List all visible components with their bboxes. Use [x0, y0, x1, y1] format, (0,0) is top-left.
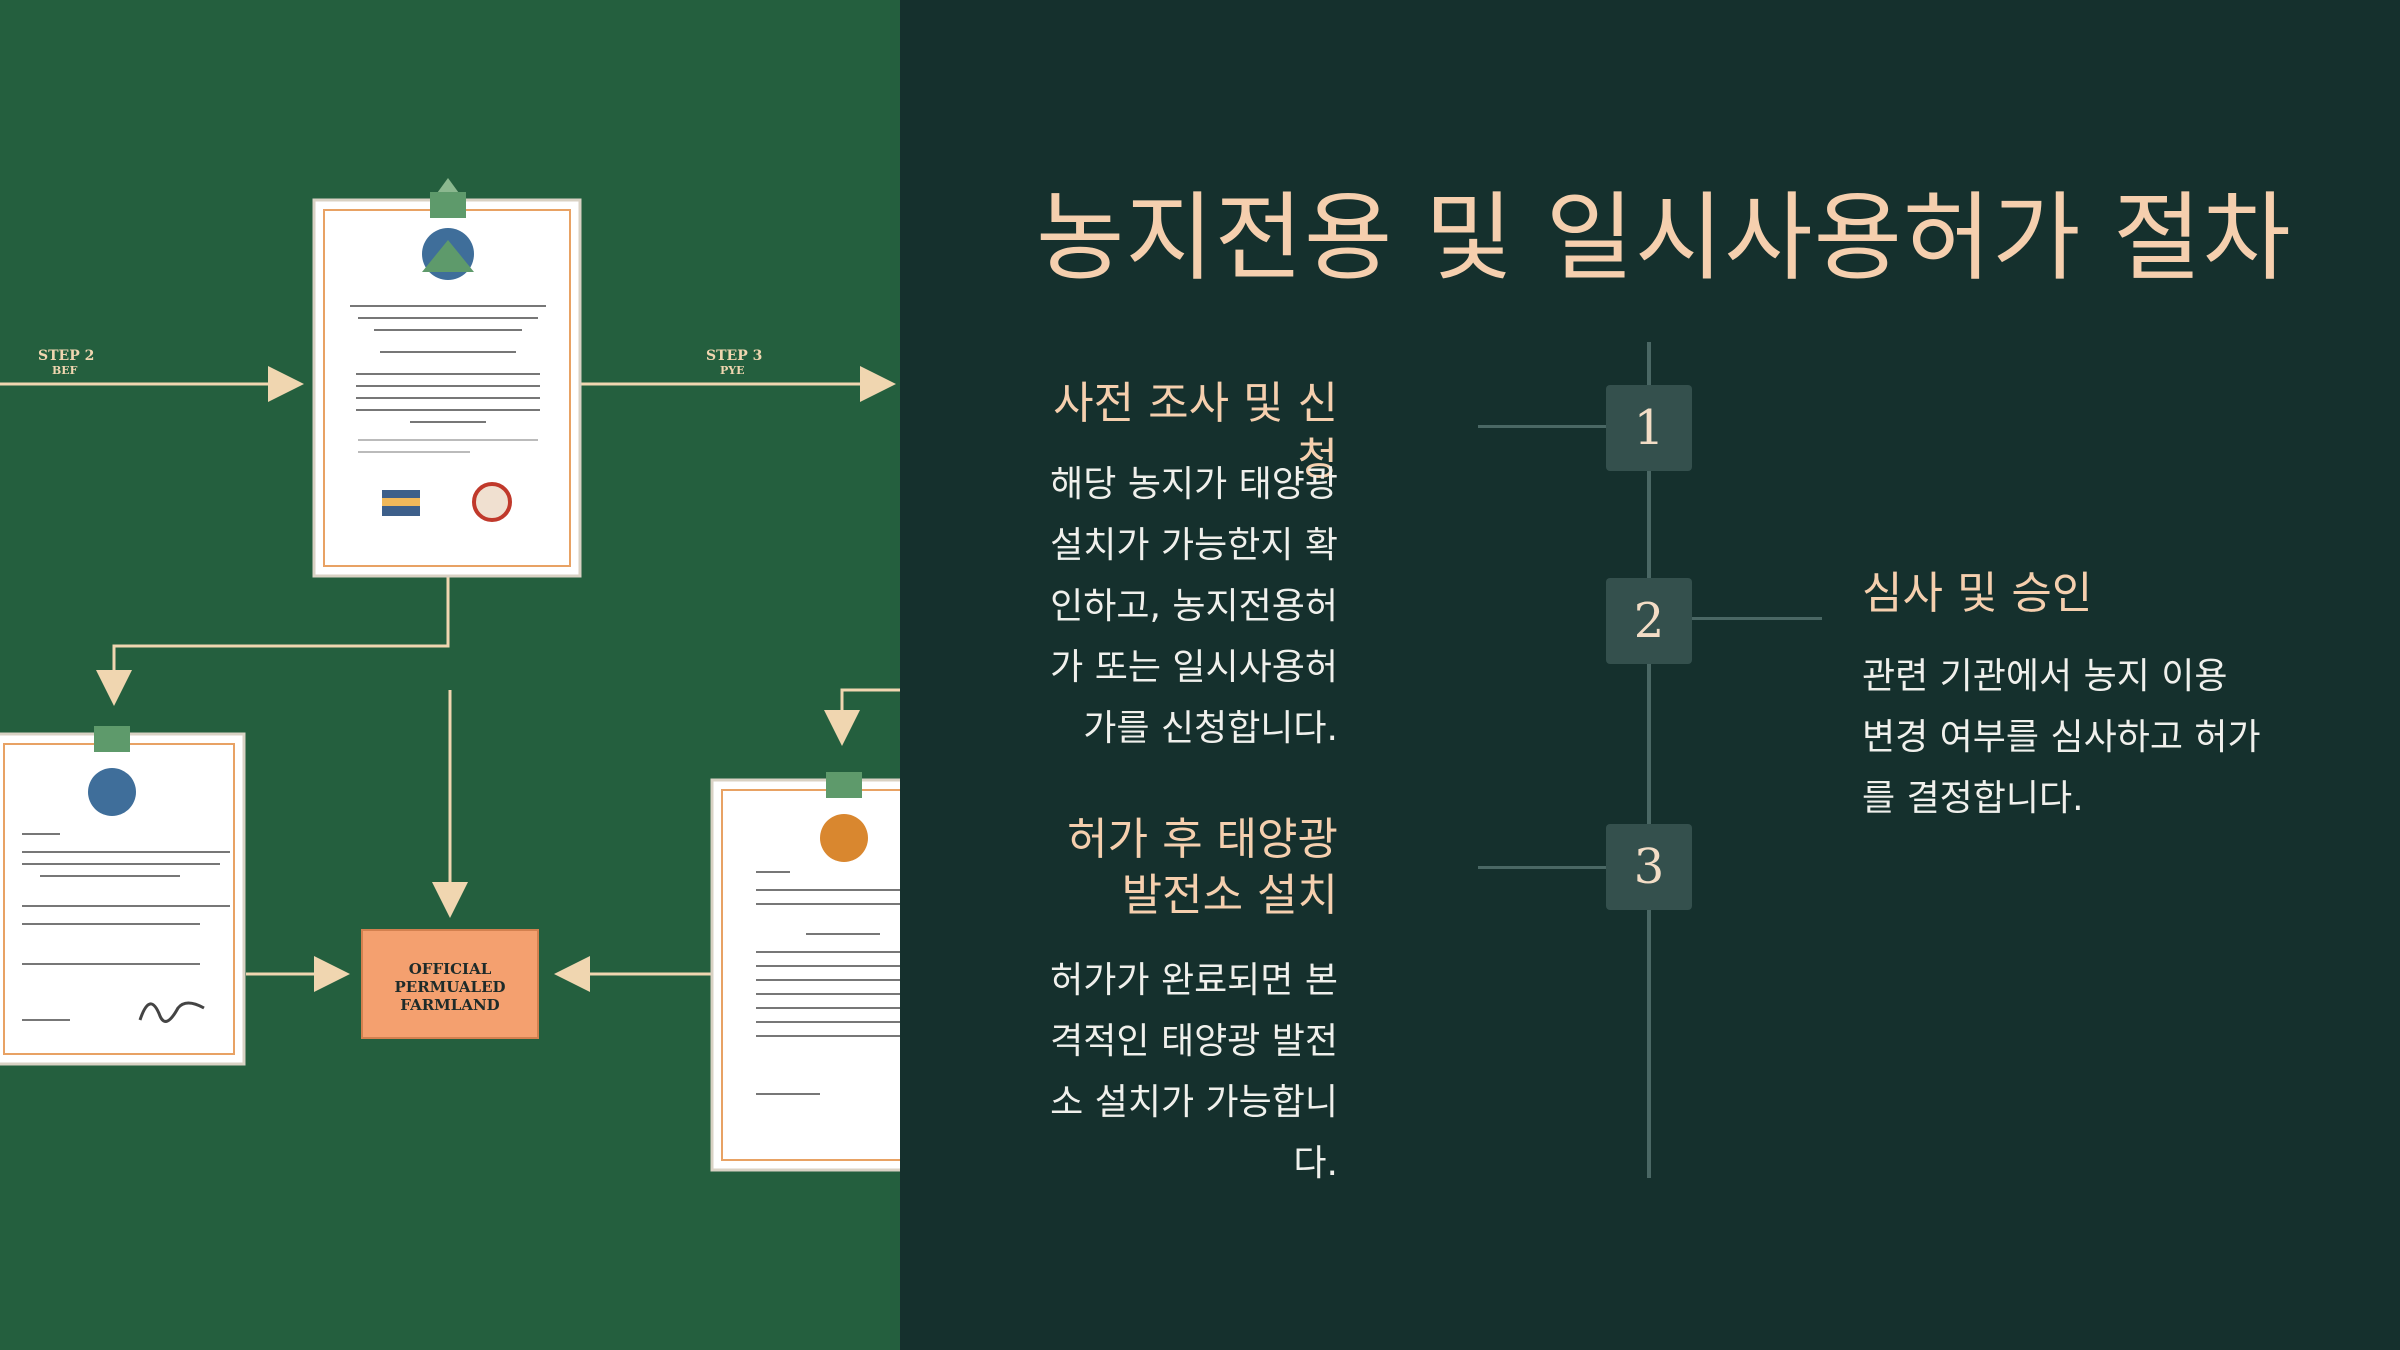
- step-3-marker: 3: [1606, 824, 1692, 910]
- step-2-label: STEP 2: [38, 348, 94, 364]
- timeline-line: [1647, 342, 1651, 1178]
- official-line-3: FARMLAND: [400, 996, 499, 1014]
- content-panel: 농지전용 및 일시사용허가 절차 1 사전 조사 및 신청 해당 농지가 태양광…: [900, 0, 2400, 1350]
- step-3-sublabel: PYE: [720, 364, 745, 377]
- farmland-permit-illustration: STEP 2 BEF STEP 3 PYE: [0, 0, 900, 1350]
- step-1-connector: [1478, 425, 1606, 428]
- step-3-label: STEP 3: [706, 348, 762, 364]
- step-2-marker: 2: [1606, 578, 1692, 664]
- right-document: [710, 772, 900, 1172]
- flow-arrows: [0, 366, 900, 992]
- official-farmland-box: OFFICIAL PERMUALED FARMLAND: [361, 929, 539, 1039]
- step-2-description: 관련 기관에서 농지 이용 변경 여부를 심사하고 허가를 결정합니다.: [1862, 656, 2261, 819]
- step-3-title: 허가 후 태양광 발전소 설치: [1067, 814, 1338, 921]
- official-line-1: OFFICIAL: [409, 960, 492, 978]
- page-title: 농지전용 및 일시사용허가 절차: [1036, 182, 2292, 294]
- flow-diagram-image: STEP 2 BEF STEP 3 PYE: [0, 178, 900, 1172]
- step-2-title: 심사 및 승인: [1862, 568, 2093, 619]
- step-3-connector: [1478, 866, 1606, 869]
- step-1-title: 사전 조사 및 신청: [1053, 378, 1338, 485]
- step-2-connector: [1692, 617, 1822, 620]
- step-1-description: 해당 농지가 태양광 설치가 가능한지 확인하고, 농지전용허가 또는 일시사용…: [1050, 464, 1338, 749]
- step-2-sublabel: BEF: [52, 364, 78, 377]
- top-document: [312, 178, 582, 578]
- left-document: [0, 726, 246, 1066]
- official-line-2: PERMUALED: [394, 978, 505, 996]
- step-3-description: 허가가 완료되면 본격적인 태양광 발전소 설치가 가능합니다.: [1050, 960, 1338, 1184]
- step-1-marker: 1: [1606, 385, 1692, 471]
